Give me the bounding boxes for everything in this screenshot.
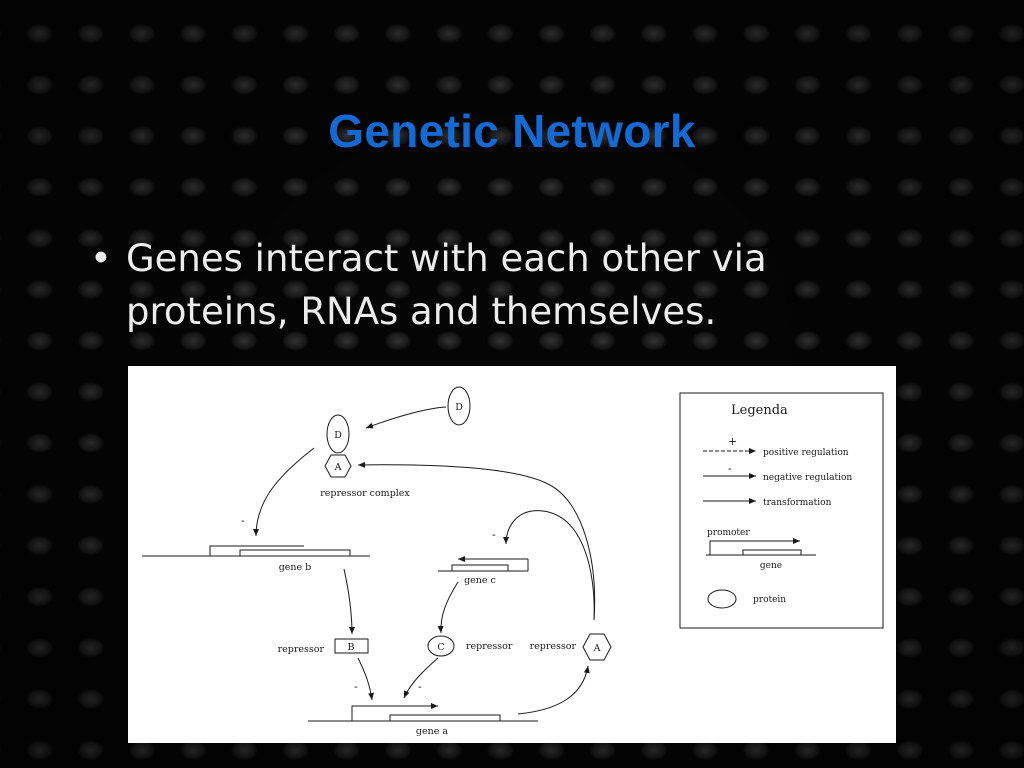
arrow-gene-a-to-a (517, 665, 590, 715)
arrow-c-to-gene-a (403, 657, 439, 699)
gene-a-box (389, 714, 501, 722)
legend-title: Legenda (731, 403, 788, 418)
gene-b-label: gene b (279, 562, 312, 573)
gene-b-box (239, 549, 351, 557)
gene-a-promoter (351, 703, 438, 721)
legend-promoter-label: promoter (707, 528, 750, 538)
node-a-complex-label: A (334, 462, 342, 473)
legend-promoter (709, 538, 800, 555)
node-d-top-label: D (455, 402, 463, 413)
node-d-top (447, 386, 471, 426)
legend-plus: + (728, 435, 737, 448)
sign-minus-c: - (418, 680, 422, 693)
sign-minus-gene-c: - (492, 528, 496, 541)
arrow-b-to-gene-a (357, 657, 374, 701)
arrow-gene-c-to-c (437, 581, 459, 634)
bullet-text: Genes interact with each other via prote… (126, 237, 767, 333)
arrow-gene-b-to-b (343, 568, 355, 635)
sign-minus-b: - (354, 680, 358, 693)
network-diagram: D D A repressor complex - - - - gene b g… (142, 386, 884, 737)
arrow-a-to-complex (357, 461, 596, 621)
legend-gene-label: gene (760, 561, 782, 571)
node-a (582, 633, 612, 661)
arrow-d-to-complex (365, 406, 447, 429)
bullet-dot: • (90, 237, 112, 280)
sign-minus-gene-b: - (241, 514, 245, 527)
legend-protein-shape (707, 589, 737, 609)
node-b-label: B (348, 642, 355, 653)
gene-c-label: gene c (464, 575, 496, 586)
node-c-label: C (437, 642, 444, 653)
node-a-label: A (593, 643, 601, 654)
repressor-complex-label: repressor complex (320, 488, 410, 499)
gene-c-box (451, 564, 509, 572)
arrow-a-to-gene-c (503, 510, 595, 621)
repressor-b-label: repressor (278, 644, 325, 655)
arrow-complex-to-gene-b (253, 447, 315, 537)
gene-a-label: gene a (416, 726, 448, 737)
gene-b-promoter (209, 545, 304, 556)
legend-box (679, 392, 884, 629)
node-a-complex (324, 454, 352, 478)
node-d-complex-label: D (334, 430, 342, 441)
node-c (427, 635, 455, 657)
repressor-a-label: repressor (530, 641, 577, 652)
genetic-network-figure: D D A repressor complex - - - - gene b g… (128, 366, 896, 743)
node-d-complex (326, 414, 350, 454)
legend-protein-label: protein (753, 595, 786, 605)
legend-transformation-label: transformation (763, 498, 832, 508)
legend-gene-box (742, 549, 802, 556)
repressor-c-label: repressor (466, 641, 513, 652)
legend-positive-label: positive regulation (763, 448, 849, 458)
legend-negative-label: negative regulation (763, 473, 852, 483)
node-b (334, 638, 369, 654)
legend-minus: - (728, 462, 732, 475)
slide-title: Genetic Network (328, 105, 696, 157)
